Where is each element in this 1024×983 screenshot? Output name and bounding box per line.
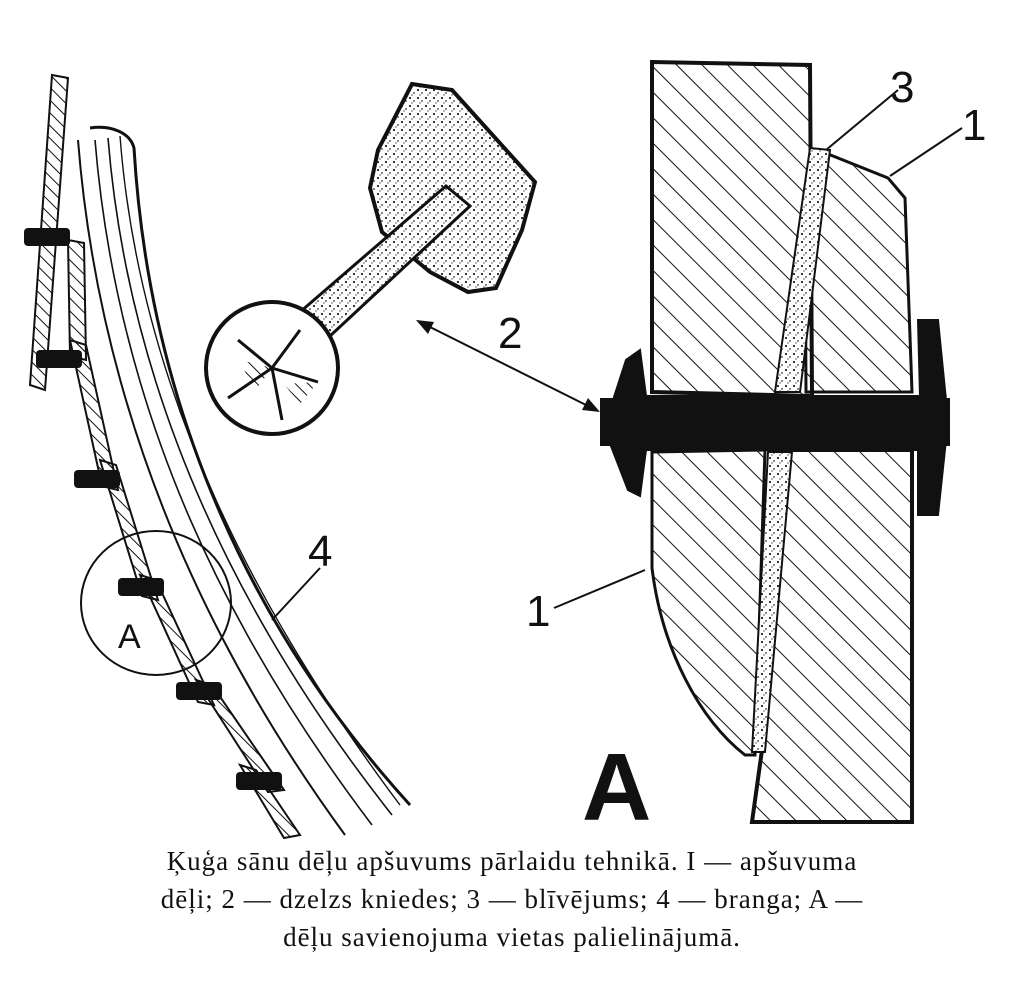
label-a-small: A xyxy=(118,618,141,656)
label-2: 2 xyxy=(498,309,522,358)
diagram-figure: 3 1 2 4 1 A A xyxy=(24,59,986,840)
label-3: 3 xyxy=(890,63,914,112)
label-a-big: A xyxy=(582,734,651,840)
rivet-illustration xyxy=(204,81,538,436)
caption-line-1: Ķuģa sānu dēļu apšuvums pārlaidu tehnikā… xyxy=(166,846,858,876)
label-1-top: 1 xyxy=(962,101,986,150)
arrow-2 xyxy=(416,320,600,412)
side-rivets xyxy=(24,228,282,790)
caption-line-3: dēļu savienojuma vietas palielinājumā. xyxy=(283,922,741,952)
section-a xyxy=(600,59,950,824)
figure-caption: Ķuģa sānu dēļu apšuvums pārlaidu tehnikā… xyxy=(0,842,1024,980)
frame-branga xyxy=(77,125,412,836)
detail-circle-a xyxy=(80,530,232,676)
leader-lines xyxy=(271,89,963,621)
lapped-planks-side xyxy=(28,73,302,840)
label-1-bottom: 1 xyxy=(526,587,550,636)
caption-line-2: dēļi; 2 — dzelzs kniedes; 3 — blīvējums;… xyxy=(160,884,864,914)
label-4: 4 xyxy=(308,527,332,576)
